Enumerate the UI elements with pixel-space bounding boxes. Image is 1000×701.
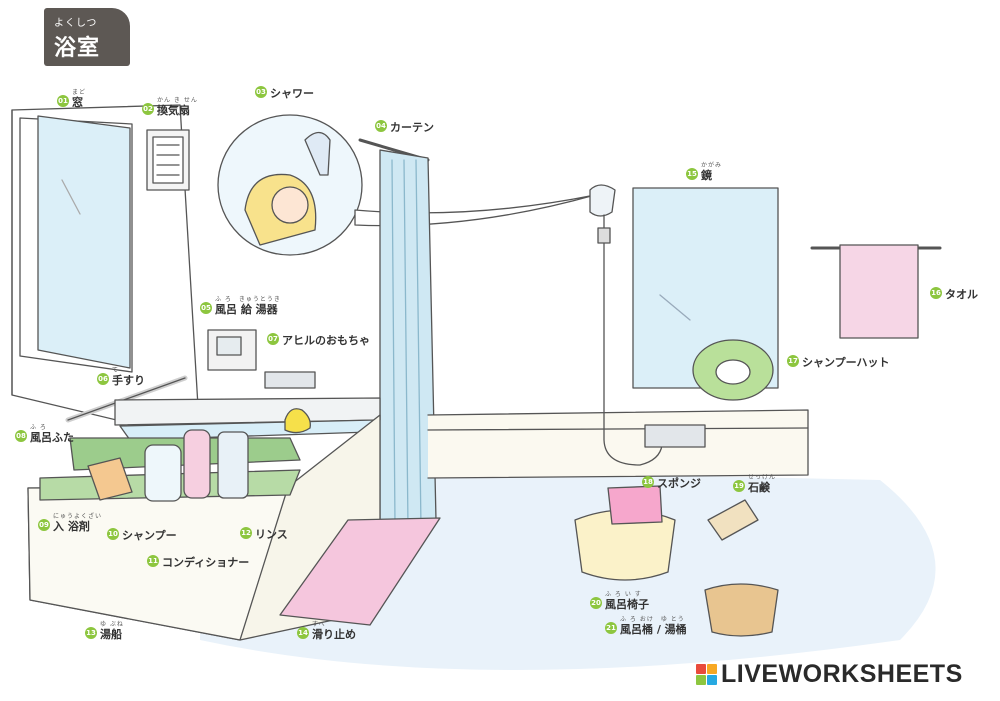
label-name: アヒルのおもちゃ	[282, 334, 370, 347]
label-name: 鏡	[701, 169, 712, 182]
label-name: 滑り止め	[312, 628, 356, 641]
label-number: 17	[787, 355, 799, 367]
label-name: タオル	[945, 288, 978, 301]
label-ruby: ゆ ぶね	[100, 621, 124, 628]
bath-stool	[574, 509, 676, 581]
wooden-bucket	[704, 583, 779, 637]
label-ruby: て	[112, 367, 120, 374]
label-name: 風呂椅子	[605, 598, 649, 611]
label-ruby: ふ ろ きゅうとうき	[215, 296, 281, 303]
label-ruby: ふ ろ い す	[605, 591, 642, 598]
label-number: 13	[85, 627, 97, 639]
label-number: 06	[97, 373, 109, 385]
sponge	[607, 485, 663, 525]
label-ruby: まど	[72, 89, 87, 96]
label-name: リンス	[255, 528, 288, 541]
page-title-tag: よくしつ 浴室	[44, 8, 130, 66]
label-name: 湯船	[100, 628, 122, 641]
label-name: コンディショナー	[162, 556, 250, 569]
label-ruby: かがみ	[701, 162, 723, 169]
label-name: シャンプー	[122, 529, 177, 542]
label-number: 15	[686, 168, 698, 180]
label-name: 風呂ふた	[30, 431, 74, 444]
label-number: 20	[590, 597, 602, 609]
label-ruby: にゅうよくざい	[53, 513, 103, 520]
label-name: 風呂桶 / 湯桶	[620, 623, 687, 636]
ventilation-fan	[146, 129, 190, 191]
label-name: 石鹸	[748, 481, 770, 494]
label-ruby: すべ	[312, 621, 326, 628]
label-ruby: ふ ろ おけ ゆ とう	[620, 616, 685, 623]
brand-text: LIVEWORKSHEETS	[721, 660, 963, 688]
label-number: 10	[107, 528, 119, 540]
label-ruby: かん き せん	[157, 97, 198, 104]
label-name: 窓	[72, 96, 83, 109]
label-ruby: せっけん	[748, 474, 777, 481]
label-number: 18	[642, 476, 654, 488]
label-name: 換気扇	[157, 104, 190, 117]
liveworksheets-logo-icon	[696, 664, 717, 685]
non-slip-mat	[279, 517, 441, 626]
label-number: 21	[605, 622, 617, 634]
soap-dish	[707, 499, 759, 541]
page-title: 浴室	[54, 36, 101, 61]
label-number: 19	[733, 480, 745, 492]
label-name: スポンジ	[657, 477, 701, 490]
towel	[839, 244, 919, 339]
label-number: 07	[267, 333, 279, 345]
label-number: 05	[200, 302, 212, 314]
label-ruby: ふ ろ	[30, 424, 47, 431]
label-name: 入 浴剤	[53, 520, 90, 533]
label-number: 01	[57, 95, 69, 107]
label-number: 03	[255, 86, 267, 98]
label-name: シャンプーハット	[802, 356, 890, 369]
label-name: 手すり	[112, 374, 145, 387]
label-number: 12	[240, 527, 252, 539]
label-name: 風呂 給 湯器	[215, 303, 278, 316]
liveworksheets-brand[interactable]: LIVEWORKSHEETS	[696, 660, 963, 689]
label-name: シャワー	[270, 87, 314, 100]
label-number: 11	[147, 555, 159, 567]
label-number: 16	[930, 287, 942, 299]
label-number: 14	[297, 627, 309, 639]
label-number: 09	[38, 519, 50, 531]
label-number: 04	[375, 120, 387, 132]
label-number: 02	[142, 103, 154, 115]
label-number: 08	[15, 430, 27, 442]
title-ruby: よくしつ	[54, 18, 98, 29]
rubber-duck	[284, 408, 311, 434]
label-name: カーテン	[390, 121, 434, 134]
